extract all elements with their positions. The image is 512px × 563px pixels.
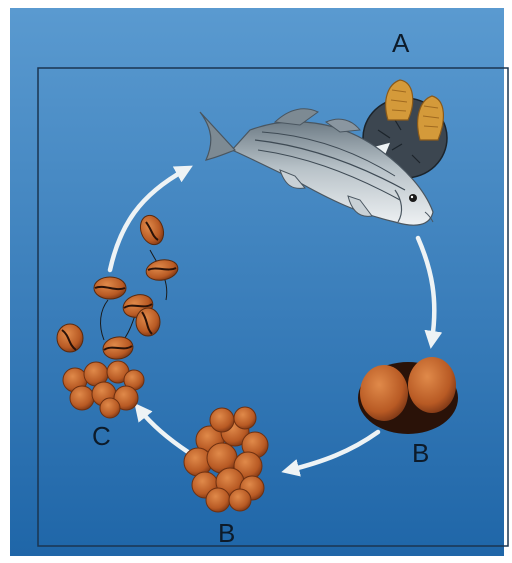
coffee-bean-cell-icon [57, 324, 83, 352]
two-cell-egg-icon [358, 357, 458, 434]
label-a: A [392, 30, 409, 56]
label-b-cluster: B [218, 520, 235, 546]
coffee-bean-cell-icon [136, 308, 160, 336]
coffee-bean-cell-icon [94, 277, 126, 299]
label-b-egg: B [412, 440, 429, 466]
label-c: C [92, 423, 111, 449]
